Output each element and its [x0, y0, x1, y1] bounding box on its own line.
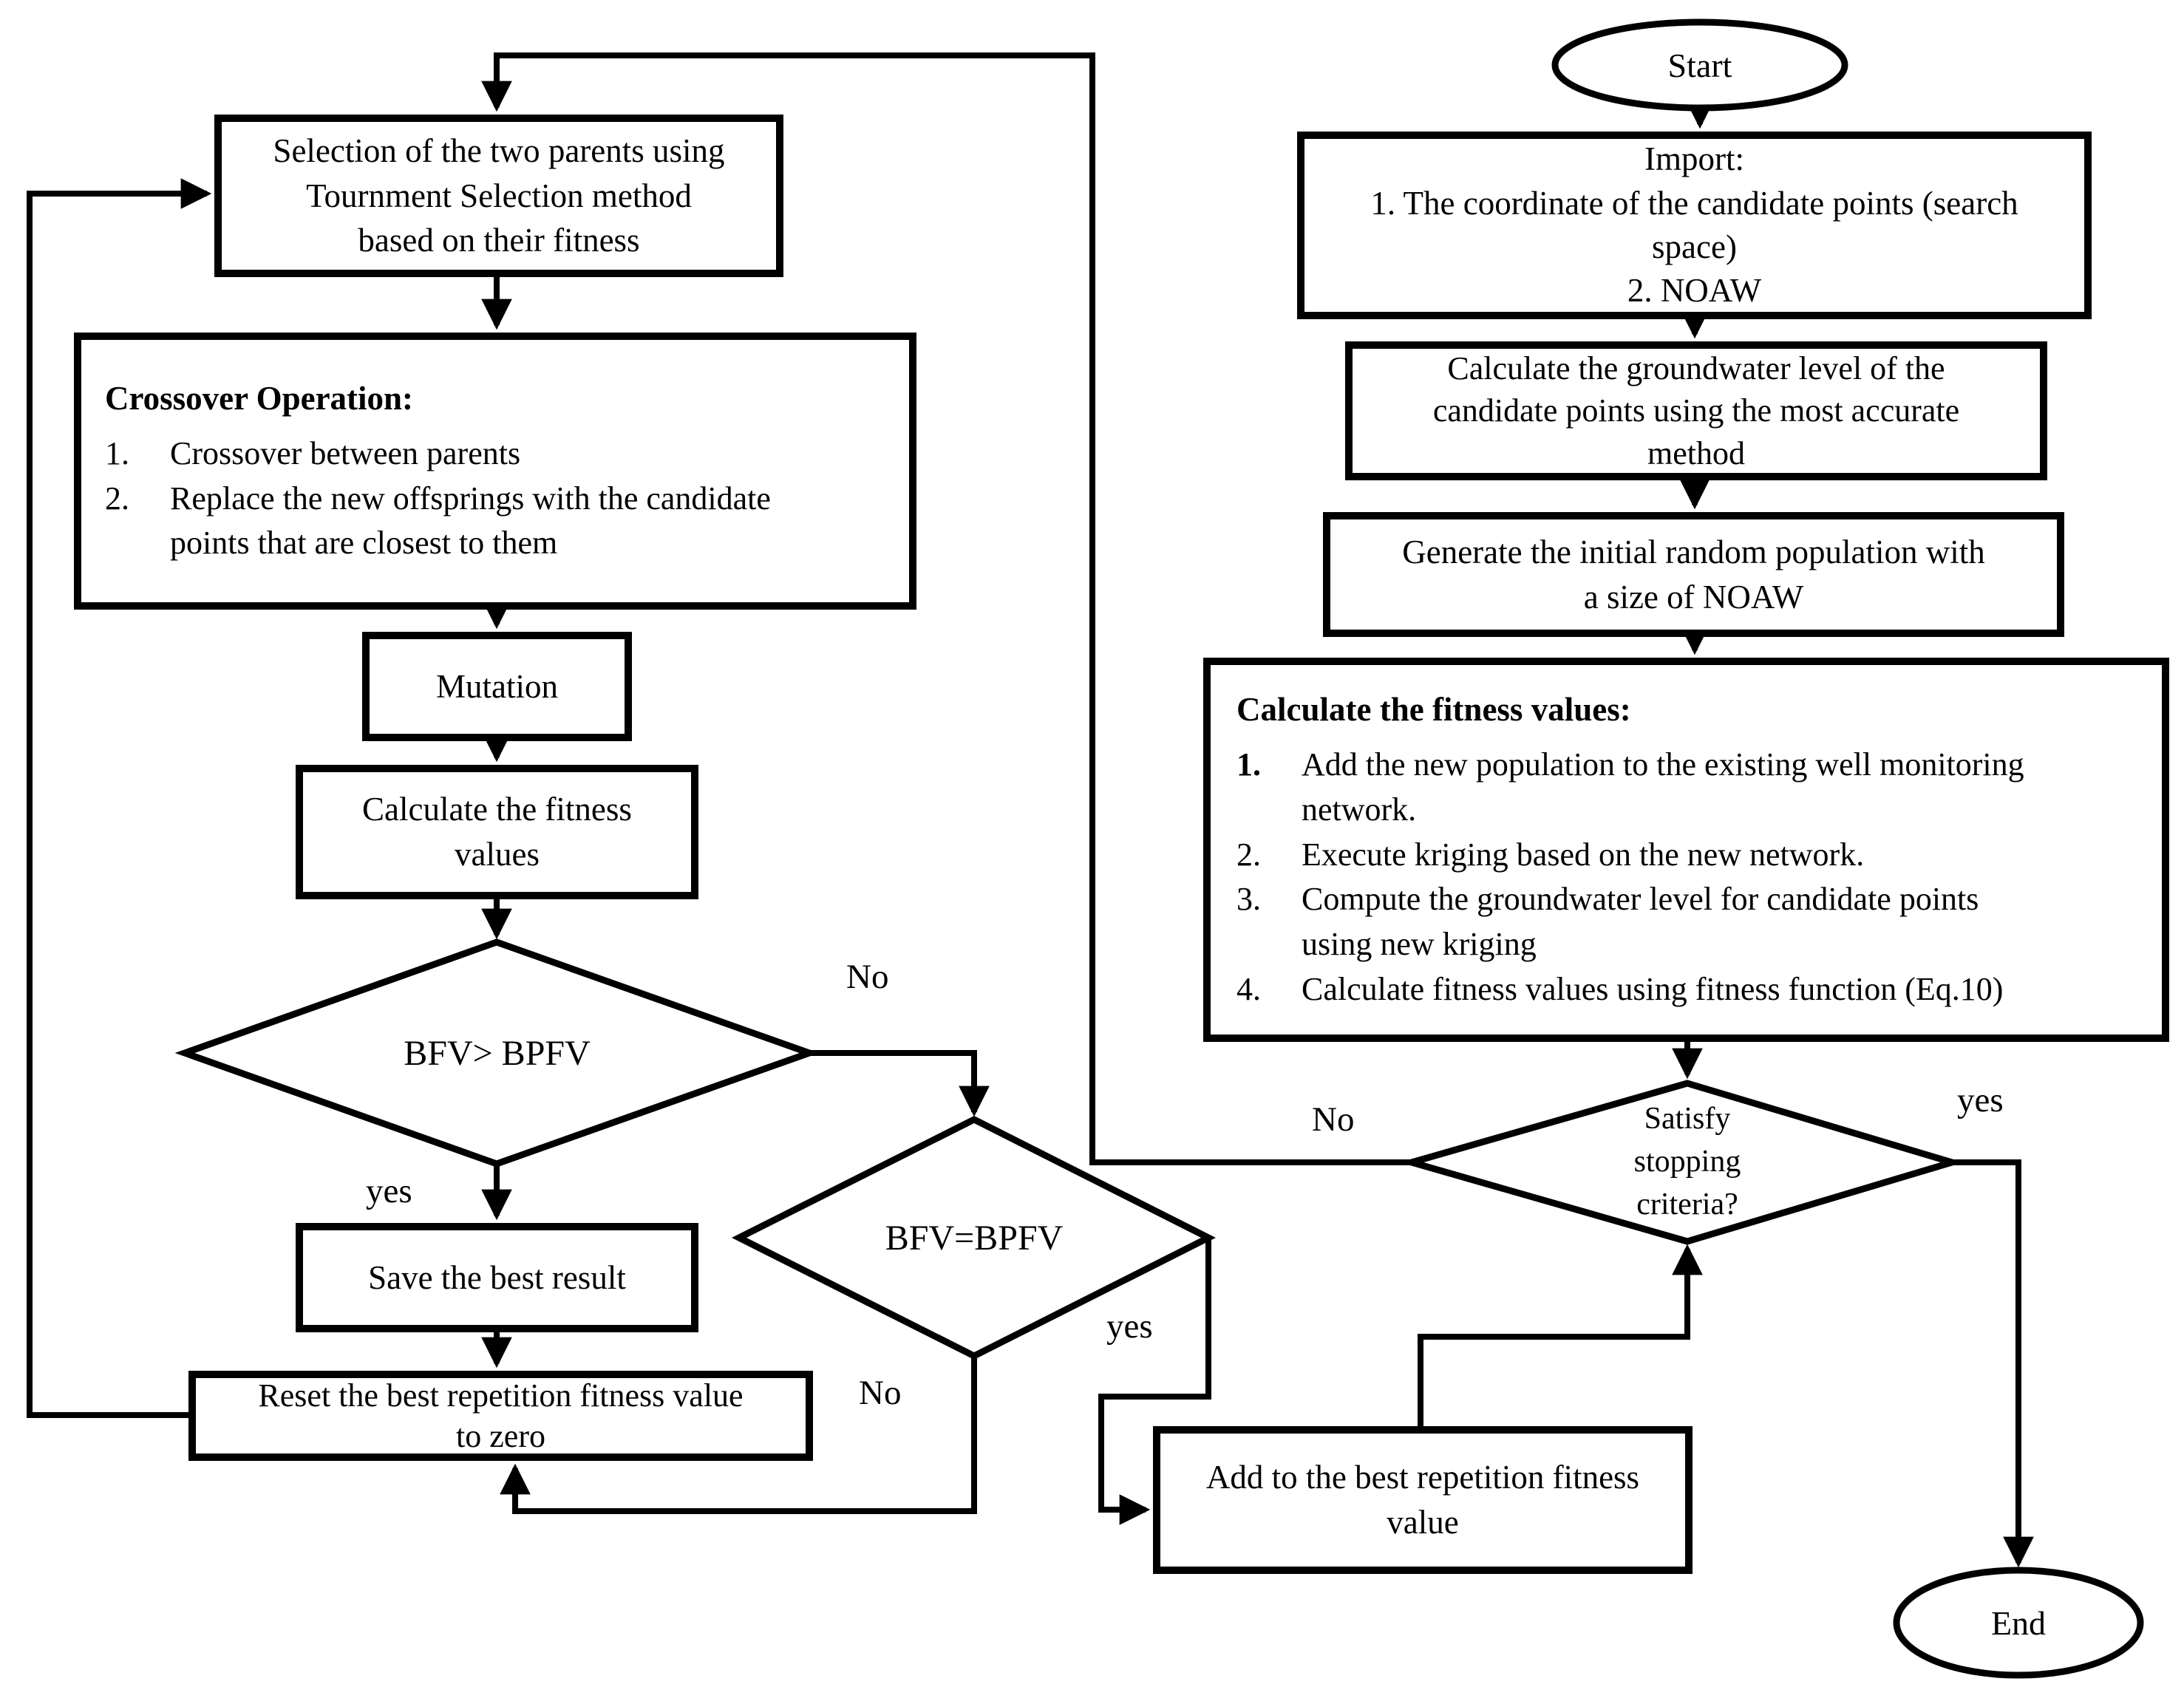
start-ellipse [1551, 18, 1848, 112]
crossover-item-2: 2. Replace the new offsprings with the c… [105, 477, 771, 566]
save-best-result-box: Save the best result [296, 1223, 698, 1332]
import-text: Import: 1. The coordinate of the candida… [1370, 140, 2018, 310]
fitness-item-4: 4. Calculate fitness values using fitnes… [1236, 967, 2003, 1012]
fitness-item-4-text: Calculate fitness values using fitness f… [1302, 970, 2004, 1007]
edge-satisfy-yes-to-end [1952, 1159, 2034, 1568]
crossover-item-1-marker: 1. [105, 434, 129, 471]
crossover-item-2-marker: 2. [105, 480, 129, 517]
bfv-gt-no-label: No [846, 958, 889, 996]
reset-best-repetition-box: Reset the best repetition fitness value … [188, 1371, 813, 1461]
bfv-gt-yes-label: yes [366, 1172, 412, 1210]
selection-text: Selection of the two parents using Tourn… [273, 132, 725, 259]
generate-population-text: Generate the initial random population w… [1402, 533, 1985, 616]
edge-addbest-to-satisfy [1418, 1244, 1703, 1426]
fitness-values-left-box: Calculate the fitness values [296, 765, 698, 899]
edge-bfvgt-no-to-bfveq [809, 1050, 990, 1117]
start-label: Start [1667, 46, 1732, 84]
satisfy-stopping-criteria-label: Satisfy stopping criteria? [1633, 1102, 1741, 1221]
crossover-item-2-text: Replace the new offsprings with the cand… [170, 480, 771, 562]
fitness-item-2: 2. Execute kriging based on the new netw… [1236, 833, 1864, 878]
fitness-item-1-marker: 1. [1236, 746, 1261, 783]
fitness-item-2-text: Execute kriging based on the new network… [1302, 836, 1865, 873]
add-best-repetition-box: Add to the best repetition fitness value [1153, 1426, 1693, 1574]
bfv-eq-bpfv-label: BFV=BPFV [885, 1218, 1064, 1258]
satisfy-stopping-criteria-diamond [1399, 1080, 1964, 1245]
add-best-repetition-text: Add to the best repetition fitness value [1205, 1459, 1640, 1541]
end-label: End [1990, 1603, 2047, 1642]
fitness-item-3-text: Compute the groundwater level for candid… [1302, 881, 1979, 963]
edge-satisfy-no-loop-to-selection [481, 52, 1412, 1165]
crossover-box: Crossover Operation: 1. Crossover betwee… [74, 333, 916, 610]
crossover-item-1-text: Crossover between parents [170, 434, 521, 471]
crossover-item-1: 1. Crossover between parents [105, 432, 520, 477]
generate-population-box: Generate the initial random population w… [1323, 512, 2064, 637]
bfv-eq-yes-label: yes [1106, 1307, 1153, 1346]
satisfy-no-label: No [1312, 1100, 1355, 1139]
bfv-eq-bpfv-diamond [731, 1115, 1216, 1360]
fitness-values-right-box: Calculate the fitness values: 1. Add the… [1203, 658, 2169, 1042]
fitness-values-left-text: Calculate the fitness values [362, 791, 632, 873]
reset-best-repetition-text: Reset the best repetition fitness value … [258, 1377, 744, 1454]
fitness-item-3: 3. Compute the groundwater level for can… [1236, 877, 1979, 967]
fitness-values-heading: Calculate the fitness values: [1236, 691, 1631, 729]
edge-reset-loop-to-selection [27, 178, 212, 1418]
bfv-gt-bpfv-label: BFV> BPFV [404, 1033, 591, 1073]
end-ellipse [1893, 1567, 2144, 1679]
crossover-heading: Crossover Operation: [105, 380, 414, 418]
import-box: Import: 1. The coordinate of the candida… [1297, 132, 2092, 319]
fitness-item-3-marker: 3. [1236, 881, 1261, 918]
save-best-result-text: Save the best result [368, 1258, 626, 1296]
edge-bfveq-yes-to-addbest [1098, 1238, 1211, 1525]
fitness-item-1: 1. Add the new population to the existin… [1236, 743, 2024, 832]
calc-groundwater-box: Calculate the groundwater level of the c… [1345, 341, 2047, 480]
mutation-box: Mutation [362, 632, 632, 741]
mutation-text: Mutation [436, 667, 558, 705]
fitness-item-4-marker: 4. [1236, 970, 1261, 1007]
bfv-gt-bpfv-diamond [174, 938, 820, 1168]
calc-groundwater-text: Calculate the groundwater level of the c… [1432, 350, 1960, 471]
fitness-item-1-text: Add the new population to the existing w… [1302, 746, 2024, 828]
bfv-eq-no-label: No [859, 1374, 902, 1412]
selection-box: Selection of the two parents using Tourn… [214, 115, 783, 277]
satisfy-yes-label: yes [1957, 1081, 2004, 1119]
edge-bfveq-no-to-reset [500, 1356, 977, 1514]
fitness-item-2-marker: 2. [1236, 836, 1261, 873]
